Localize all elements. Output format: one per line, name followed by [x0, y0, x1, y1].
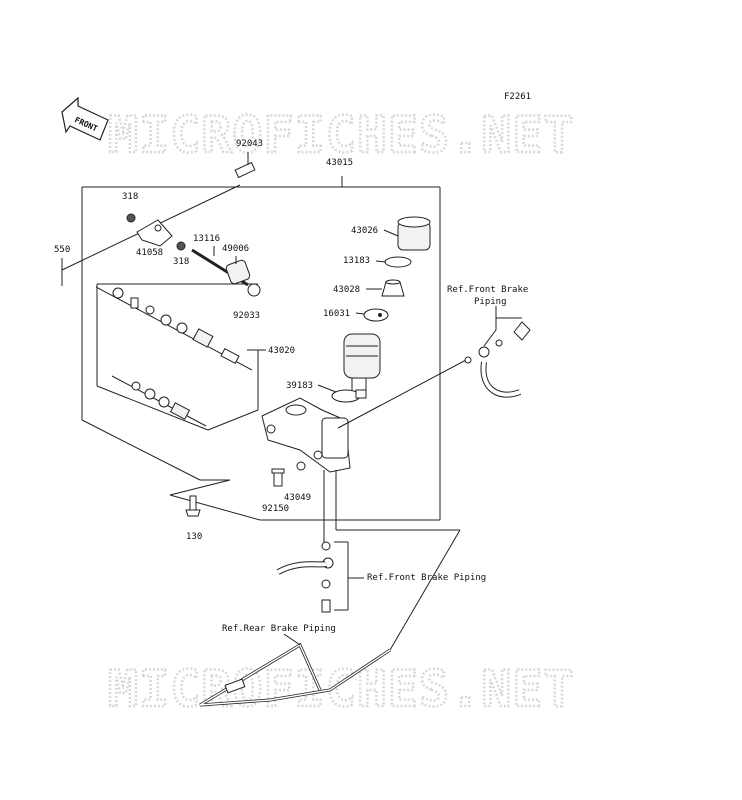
label-43049: 43049	[284, 493, 311, 503]
part-39183-clamp	[331, 389, 367, 403]
part-92033-clip	[247, 283, 261, 297]
label-43020: 43020	[268, 346, 295, 356]
part-labels: 92043 43015 318 550 41058 318 13116 4900…	[54, 139, 378, 542]
label-16031: 16031	[323, 309, 350, 319]
label-43026: 43026	[351, 226, 378, 236]
assembly-bracket-43020	[96, 283, 262, 431]
part-43028-diaphragm	[381, 279, 405, 297]
label-318-bottom: 318	[173, 257, 189, 267]
leader-lines	[213, 229, 399, 393]
reservoir	[343, 333, 381, 399]
front-brake-piping-lower	[276, 541, 364, 613]
label-13183: 13183	[343, 256, 370, 266]
part-43026-cap	[397, 216, 431, 251]
front-arrow-icon: FRONT	[61, 96, 109, 141]
master-cylinder-body	[261, 397, 351, 473]
figure-code: F2261	[504, 92, 531, 102]
ref-rear-brake: Ref.Rear Brake Piping	[222, 624, 336, 634]
rear-brake-piping	[199, 633, 391, 707]
part-92043-pin	[234, 152, 256, 179]
part-92150-bolt	[271, 468, 285, 487]
part-49006-boot	[225, 259, 251, 285]
part-piston-row-1	[95, 286, 253, 371]
label-39183: 39183	[286, 381, 313, 391]
part-16031-float	[363, 308, 389, 322]
label-92033: 92033	[233, 311, 260, 321]
label-43028: 43028	[333, 285, 360, 295]
ref-front-brake-line2: Piping	[474, 297, 507, 307]
label-13116: 13116	[193, 234, 220, 244]
part-130-bolt	[185, 495, 201, 517]
label-550: 550	[54, 245, 70, 255]
part-318-nut	[126, 213, 186, 251]
assembly-bracket-43015	[81, 176, 441, 521]
label-92150: 92150	[262, 504, 289, 514]
reference-labels: Ref.Front Brake Piping Ref.Front Brake P…	[222, 285, 528, 634]
part-43049-washer	[296, 461, 306, 471]
ref-front-brake-line1: Ref.Front Brake	[447, 285, 528, 295]
part-41058-clevis	[136, 219, 173, 247]
label-318-top: 318	[122, 192, 138, 202]
part-piston-row-2	[111, 375, 207, 427]
watermark-bottom: MICROFICHES.NET	[108, 660, 575, 718]
label-130: 130	[186, 532, 202, 542]
ref-front-brake-lower: Ref.Front Brake Piping	[367, 573, 486, 583]
front-brake-piping-upper	[464, 306, 531, 398]
label-41058: 41058	[136, 248, 163, 258]
part-13183-plate	[384, 256, 412, 268]
label-92043: 92043	[236, 139, 263, 149]
label-43015: 43015	[326, 158, 353, 168]
watermark-top: MICROFICHES.NET	[108, 106, 575, 164]
label-49006: 49006	[222, 244, 249, 254]
